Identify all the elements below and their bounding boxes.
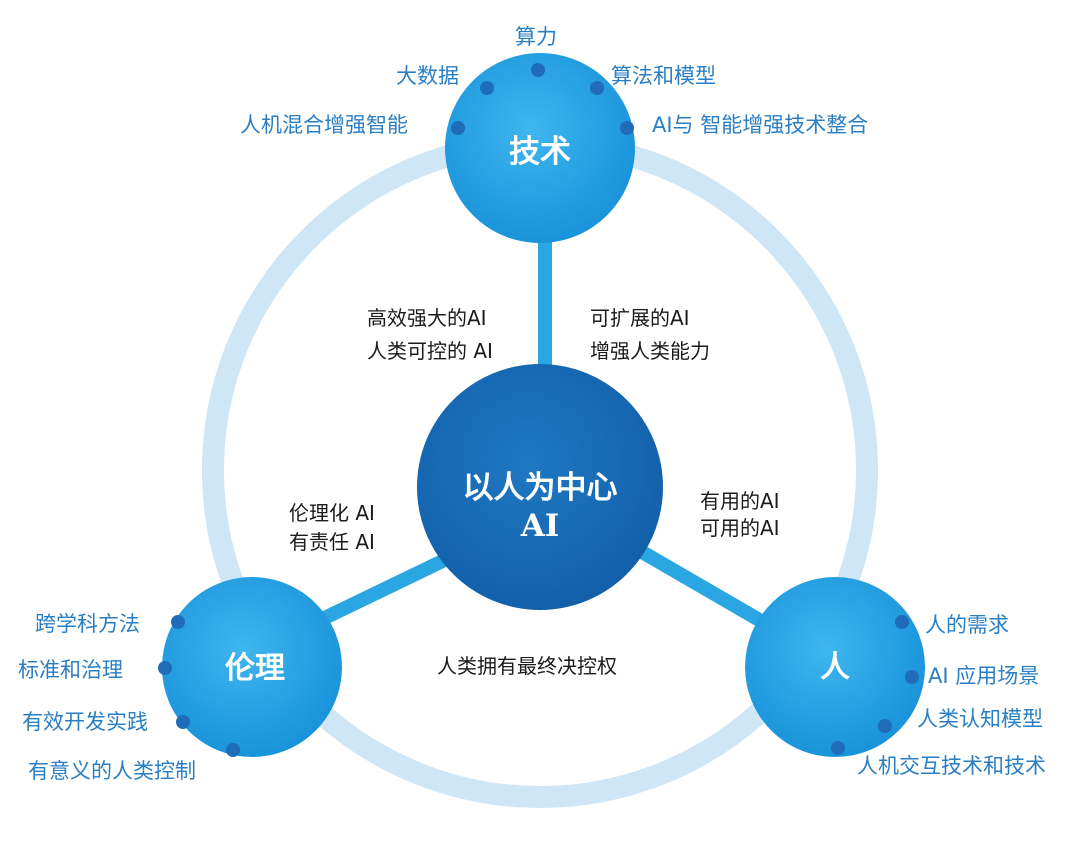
link-tech-left-line1: 高效强大的AI <box>367 306 487 330</box>
tech-item-compute: 算力 <box>515 25 557 49</box>
connector-ethics <box>306 548 459 632</box>
ethics-dot <box>176 715 190 729</box>
ethics-item-human-control: 有意义的人类控制 <box>28 759 196 783</box>
ethics-dot <box>171 615 185 629</box>
node-human-title: 人 <box>820 650 850 685</box>
human-item-cognitive-model: 人类认知模型 <box>917 707 1043 731</box>
ethics-item-standards: 标准和治理 <box>18 658 123 682</box>
link-bottom: 人类拥有最终决控权 <box>437 654 617 678</box>
human-dot <box>895 615 909 629</box>
node-ethics-title: 伦理 <box>225 651 285 686</box>
tech-item-ai-integration: AI与 智能增强技术整合 <box>652 113 869 137</box>
human-dot <box>831 741 845 755</box>
connector-human <box>626 538 772 632</box>
tech-dot <box>590 81 604 95</box>
link-human-line1: 有用的AI <box>700 489 780 513</box>
ethics-dot <box>158 661 172 675</box>
center-circle[interactable] <box>417 364 663 610</box>
tech-dot <box>451 121 465 135</box>
link-tech-right-line1: 可扩展的AI <box>590 306 690 330</box>
human-dot <box>905 670 919 684</box>
ethics-item-interdisciplinary: 跨学科方法 <box>35 612 140 636</box>
link-ethics-line1: 伦理化 AI <box>289 501 375 525</box>
tech-item-hybrid-intelligence: 人机混合增强智能 <box>240 113 408 137</box>
tech-dot <box>531 63 545 77</box>
link-human-line2: 可用的AI <box>700 516 780 540</box>
human-item-hci: 人机交互技术和技术 <box>857 754 1046 778</box>
node-tech-circle[interactable] <box>445 53 635 243</box>
center-title-line2: AI <box>520 508 560 544</box>
link-ethics-line2: 有责任 AI <box>289 530 375 554</box>
human-dot <box>878 719 892 733</box>
human-item-needs: 人的需求 <box>925 613 1009 637</box>
tech-dot <box>620 121 634 135</box>
node-human-circle[interactable] <box>745 577 925 757</box>
tech-item-algorithms: 算法和模型 <box>611 64 716 88</box>
ethics-dot <box>226 743 240 757</box>
tech-item-bigdata: 大数据 <box>396 64 459 88</box>
center-title-line1: 以人为中心 <box>462 470 618 506</box>
node-ethics-circle[interactable] <box>162 577 342 757</box>
human-item-scenarios: AI 应用场景 <box>928 664 1040 688</box>
link-tech-right-line2: 增强人类能力 <box>590 339 710 363</box>
tech-dot <box>480 81 494 95</box>
ethics-item-practice: 有效开发实践 <box>22 710 148 734</box>
link-tech-left-line2: 人类可控的 AI <box>367 339 493 363</box>
node-tech-title: 技术 <box>509 134 571 170</box>
